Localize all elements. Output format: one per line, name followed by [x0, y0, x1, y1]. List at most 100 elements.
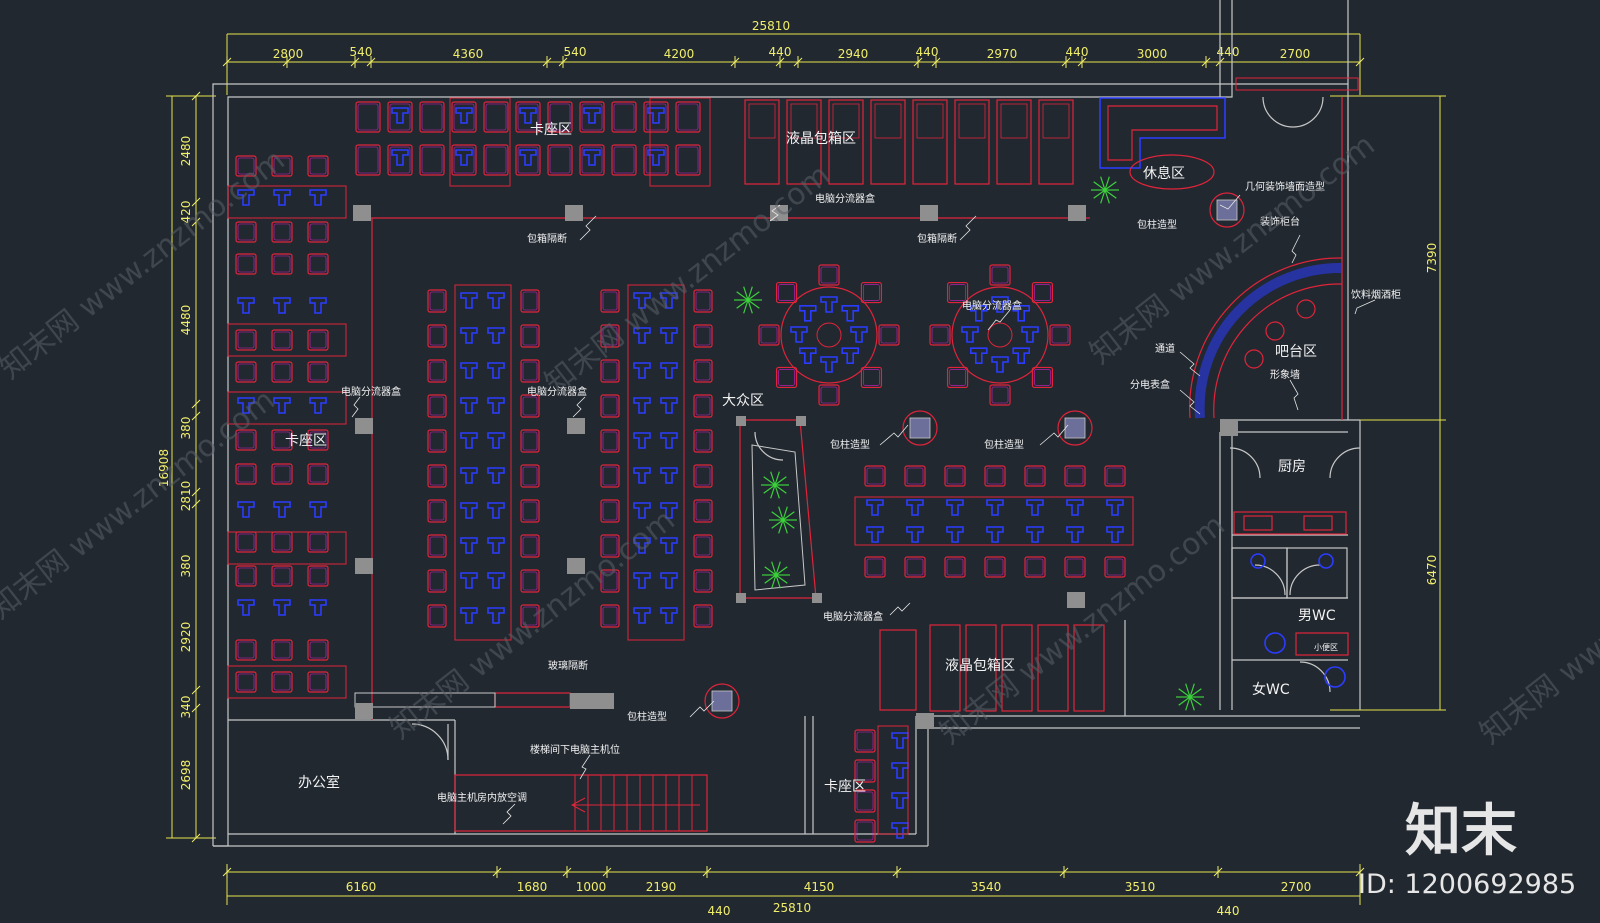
chair: [307, 463, 329, 485]
dim-top-0: 2800: [273, 47, 304, 61]
chair: [600, 359, 620, 383]
chair-inner: [991, 266, 1009, 284]
computer-chair: [273, 501, 291, 518]
chair: [775, 366, 798, 389]
chair: [307, 531, 329, 553]
plant-leaf: [1104, 189, 1110, 204]
plant-leaf: [763, 484, 776, 494]
chair-inner: [602, 291, 618, 311]
chair-inner: [237, 363, 255, 381]
brand-logo: 知末: [1405, 799, 1517, 864]
computer-chair: [891, 792, 909, 809]
computer-chair: [946, 526, 964, 543]
chair: [860, 281, 883, 304]
chair: [515, 101, 541, 133]
chair: [271, 221, 293, 243]
computer-chair: [487, 327, 505, 344]
computer-chair: [633, 432, 651, 449]
computer-chair: [891, 822, 909, 839]
chair: [520, 289, 540, 313]
id-label: ID: 1200692985: [1358, 869, 1576, 900]
plant-leaf: [771, 561, 777, 576]
computer-chair: [660, 607, 678, 624]
leader-lines: [351, 194, 1376, 825]
chair-inner: [273, 223, 291, 241]
computer-chair: [273, 397, 291, 414]
chair-inner: [453, 146, 475, 174]
lcd-room: [828, 99, 864, 185]
computer-chair: [633, 397, 651, 414]
computer-chair: [891, 732, 909, 749]
chair: [307, 221, 329, 243]
chair-inner: [695, 326, 711, 346]
dim-top-6: 2940: [838, 47, 869, 61]
chair-inner: [389, 103, 411, 131]
splitter-box: [353, 205, 371, 221]
chair: [307, 565, 329, 587]
chair-inner: [949, 284, 966, 301]
chair-inner: [906, 558, 924, 576]
chair: [693, 464, 713, 488]
zone-women-wc: 女WC: [1252, 681, 1290, 698]
chair-inner: [237, 465, 255, 483]
chair: [427, 429, 447, 453]
chair: [520, 394, 540, 418]
dim-bottom-extra-1: 440: [1217, 904, 1240, 918]
chair: [271, 361, 293, 383]
chair: [235, 155, 257, 177]
chair: [854, 819, 876, 843]
computer-chair: [455, 107, 473, 124]
splitter-box: [916, 713, 934, 729]
chair: [307, 329, 329, 351]
computer-chair: [519, 107, 537, 124]
chair: [675, 144, 701, 176]
computer-chair: [790, 326, 808, 343]
chair-inner: [517, 103, 539, 131]
computer-chair: [460, 537, 478, 554]
splitter-box: [567, 418, 585, 434]
computer-chair: [633, 467, 651, 484]
chair: [929, 324, 951, 346]
computer-chair: [460, 502, 478, 519]
computer-chair: [906, 526, 924, 543]
computer-chair: [309, 397, 327, 414]
column-core: [1064, 417, 1086, 439]
plant-leaf: [1178, 688, 1191, 698]
chair-inner: [237, 223, 255, 241]
chair-inner: [645, 146, 667, 174]
chair-inner: [1106, 558, 1124, 576]
computer-chair: [850, 326, 868, 343]
plant-leaf: [1178, 696, 1191, 706]
note-splitter-left: 电脑分流器盒: [341, 385, 401, 398]
computer-chair: [633, 607, 651, 624]
rest-sofa: [1099, 97, 1226, 190]
chair-inner: [946, 467, 964, 485]
chair-inner: [602, 361, 618, 381]
chair: [483, 101, 509, 133]
chair: [854, 759, 876, 783]
desk: [649, 97, 711, 187]
chair: [427, 604, 447, 628]
chair-inner: [946, 558, 964, 576]
chair: [854, 729, 876, 753]
desk: [854, 496, 1134, 546]
computer-chair: [460, 327, 478, 344]
splitter-box: [1067, 592, 1085, 608]
chair: [693, 324, 713, 348]
chair-inner: [309, 567, 327, 585]
dim-top-total: 25810: [752, 19, 790, 33]
plant-leaf: [771, 574, 777, 589]
desk: [877, 725, 909, 835]
column-ring: [1209, 192, 1245, 228]
computer-chair: [487, 292, 505, 309]
plant-leaf: [1189, 683, 1195, 698]
chair: [419, 144, 445, 176]
chair-inner: [309, 673, 327, 691]
chair: [235, 565, 257, 587]
dim-tick: [191, 703, 201, 713]
chair-inner: [986, 467, 1004, 485]
plant-leaf: [782, 519, 788, 534]
chair-inner: [309, 431, 327, 449]
chair-inner: [273, 465, 291, 483]
computer-chair: [273, 297, 291, 314]
